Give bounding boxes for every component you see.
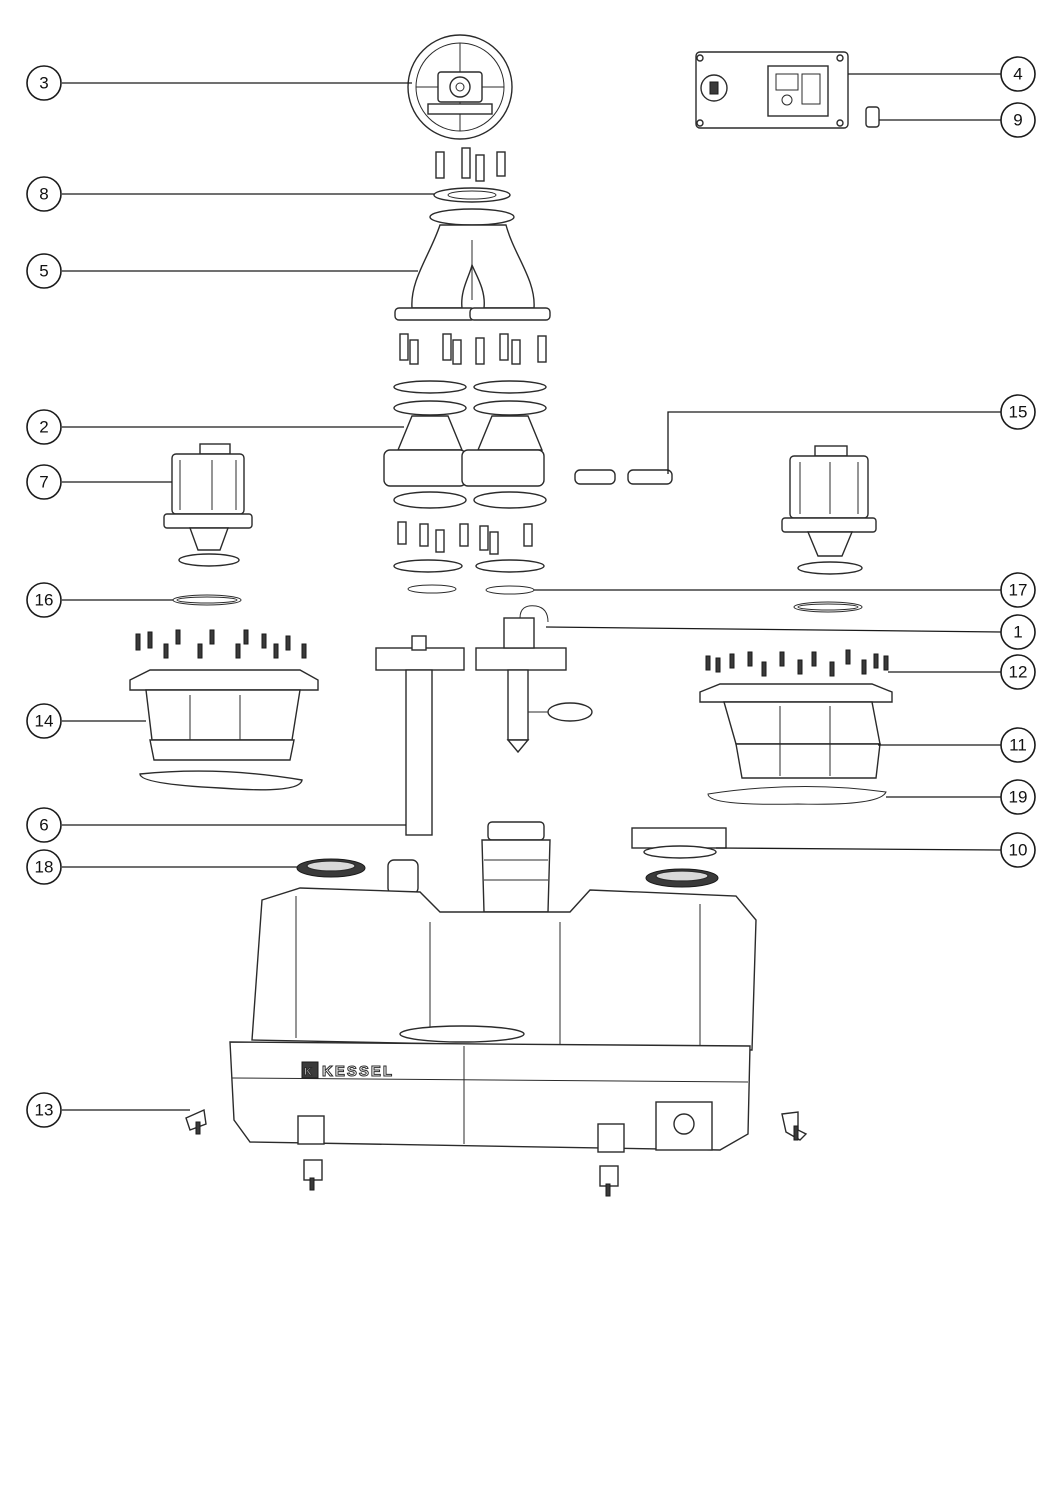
svg-text:10: 10 [1009,841,1028,860]
svg-text:3: 3 [39,74,48,93]
part-11-pump-housing-right [699,683,893,779]
part-5-y-piece [394,208,551,321]
svg-text:17: 17 [1009,581,1028,600]
part-7-pump-motor-left [163,443,253,567]
svg-text:5: 5 [39,262,48,281]
svg-text:16: 16 [35,591,54,610]
callout-6: 6 [26,807,62,843]
callout-12: 12 [1000,654,1036,690]
callout-1: 1 [1000,614,1036,650]
callout-18: 18 [26,849,62,885]
part-17-gaskets [393,559,545,595]
callout-7: 7 [26,464,62,500]
part-2-check-valve [383,380,547,509]
part-18-seal [296,858,719,888]
part-1-level-sensor [475,605,593,754]
callout-5: 5 [26,253,62,289]
svg-text:19: 19 [1009,788,1028,807]
callout-16: 16 [26,582,62,618]
callout-4: 4 [1000,56,1036,92]
bolt-set-lower [397,521,533,555]
callout-13: 13 [26,1092,62,1128]
svg-text:14: 14 [35,712,54,731]
svg-text:2: 2 [39,418,48,437]
part-10-cover [631,827,727,859]
leader-lines [62,73,1002,1111]
part-3-hand-wheel [407,34,513,140]
callout-14: 14 [26,703,62,739]
callout-10: 10 [1000,832,1036,868]
brand-logo-text: KESSEL [322,1063,394,1080]
part-8-gasket [433,187,511,203]
svg-text:13: 13 [35,1101,54,1120]
callout-17: 17 [1000,572,1036,608]
part-9-battery [865,106,880,128]
part-15-clamps [574,469,673,485]
part-13-brackets [185,1108,808,1197]
bolt-set-middle [399,333,547,365]
svg-text:8: 8 [39,185,48,204]
svg-text:12: 12 [1009,663,1028,682]
part-14-pump-housing-left [129,629,319,791]
svg-text:18: 18 [35,858,54,877]
part-12-screws [705,649,889,677]
callout-15: 15 [1000,394,1036,430]
svg-text:6: 6 [39,816,48,835]
logo-mark: K [304,1066,314,1078]
callout-19: 19 [1000,779,1036,815]
bolt-set-top [435,147,506,182]
part-6-pipe-probe [375,635,465,836]
svg-text:7: 7 [39,473,48,492]
tank-body: K KESSEL [229,821,757,1153]
callout-8: 8 [26,176,62,212]
callout-9: 9 [1000,102,1036,138]
callout-11: 11 [1000,727,1036,763]
svg-text:9: 9 [1013,111,1022,130]
callout-3: 3 [26,65,62,101]
svg-text:11: 11 [1009,736,1027,755]
part-16-o-ring [172,594,242,606]
part-19-o-ring [707,785,887,805]
svg-text:4: 4 [1013,65,1022,84]
svg-text:15: 15 [1009,403,1028,422]
pump-motor-right [781,445,877,613]
svg-text:1: 1 [1013,623,1022,642]
part-4-control-box [695,51,849,129]
callout-2: 2 [26,409,62,445]
